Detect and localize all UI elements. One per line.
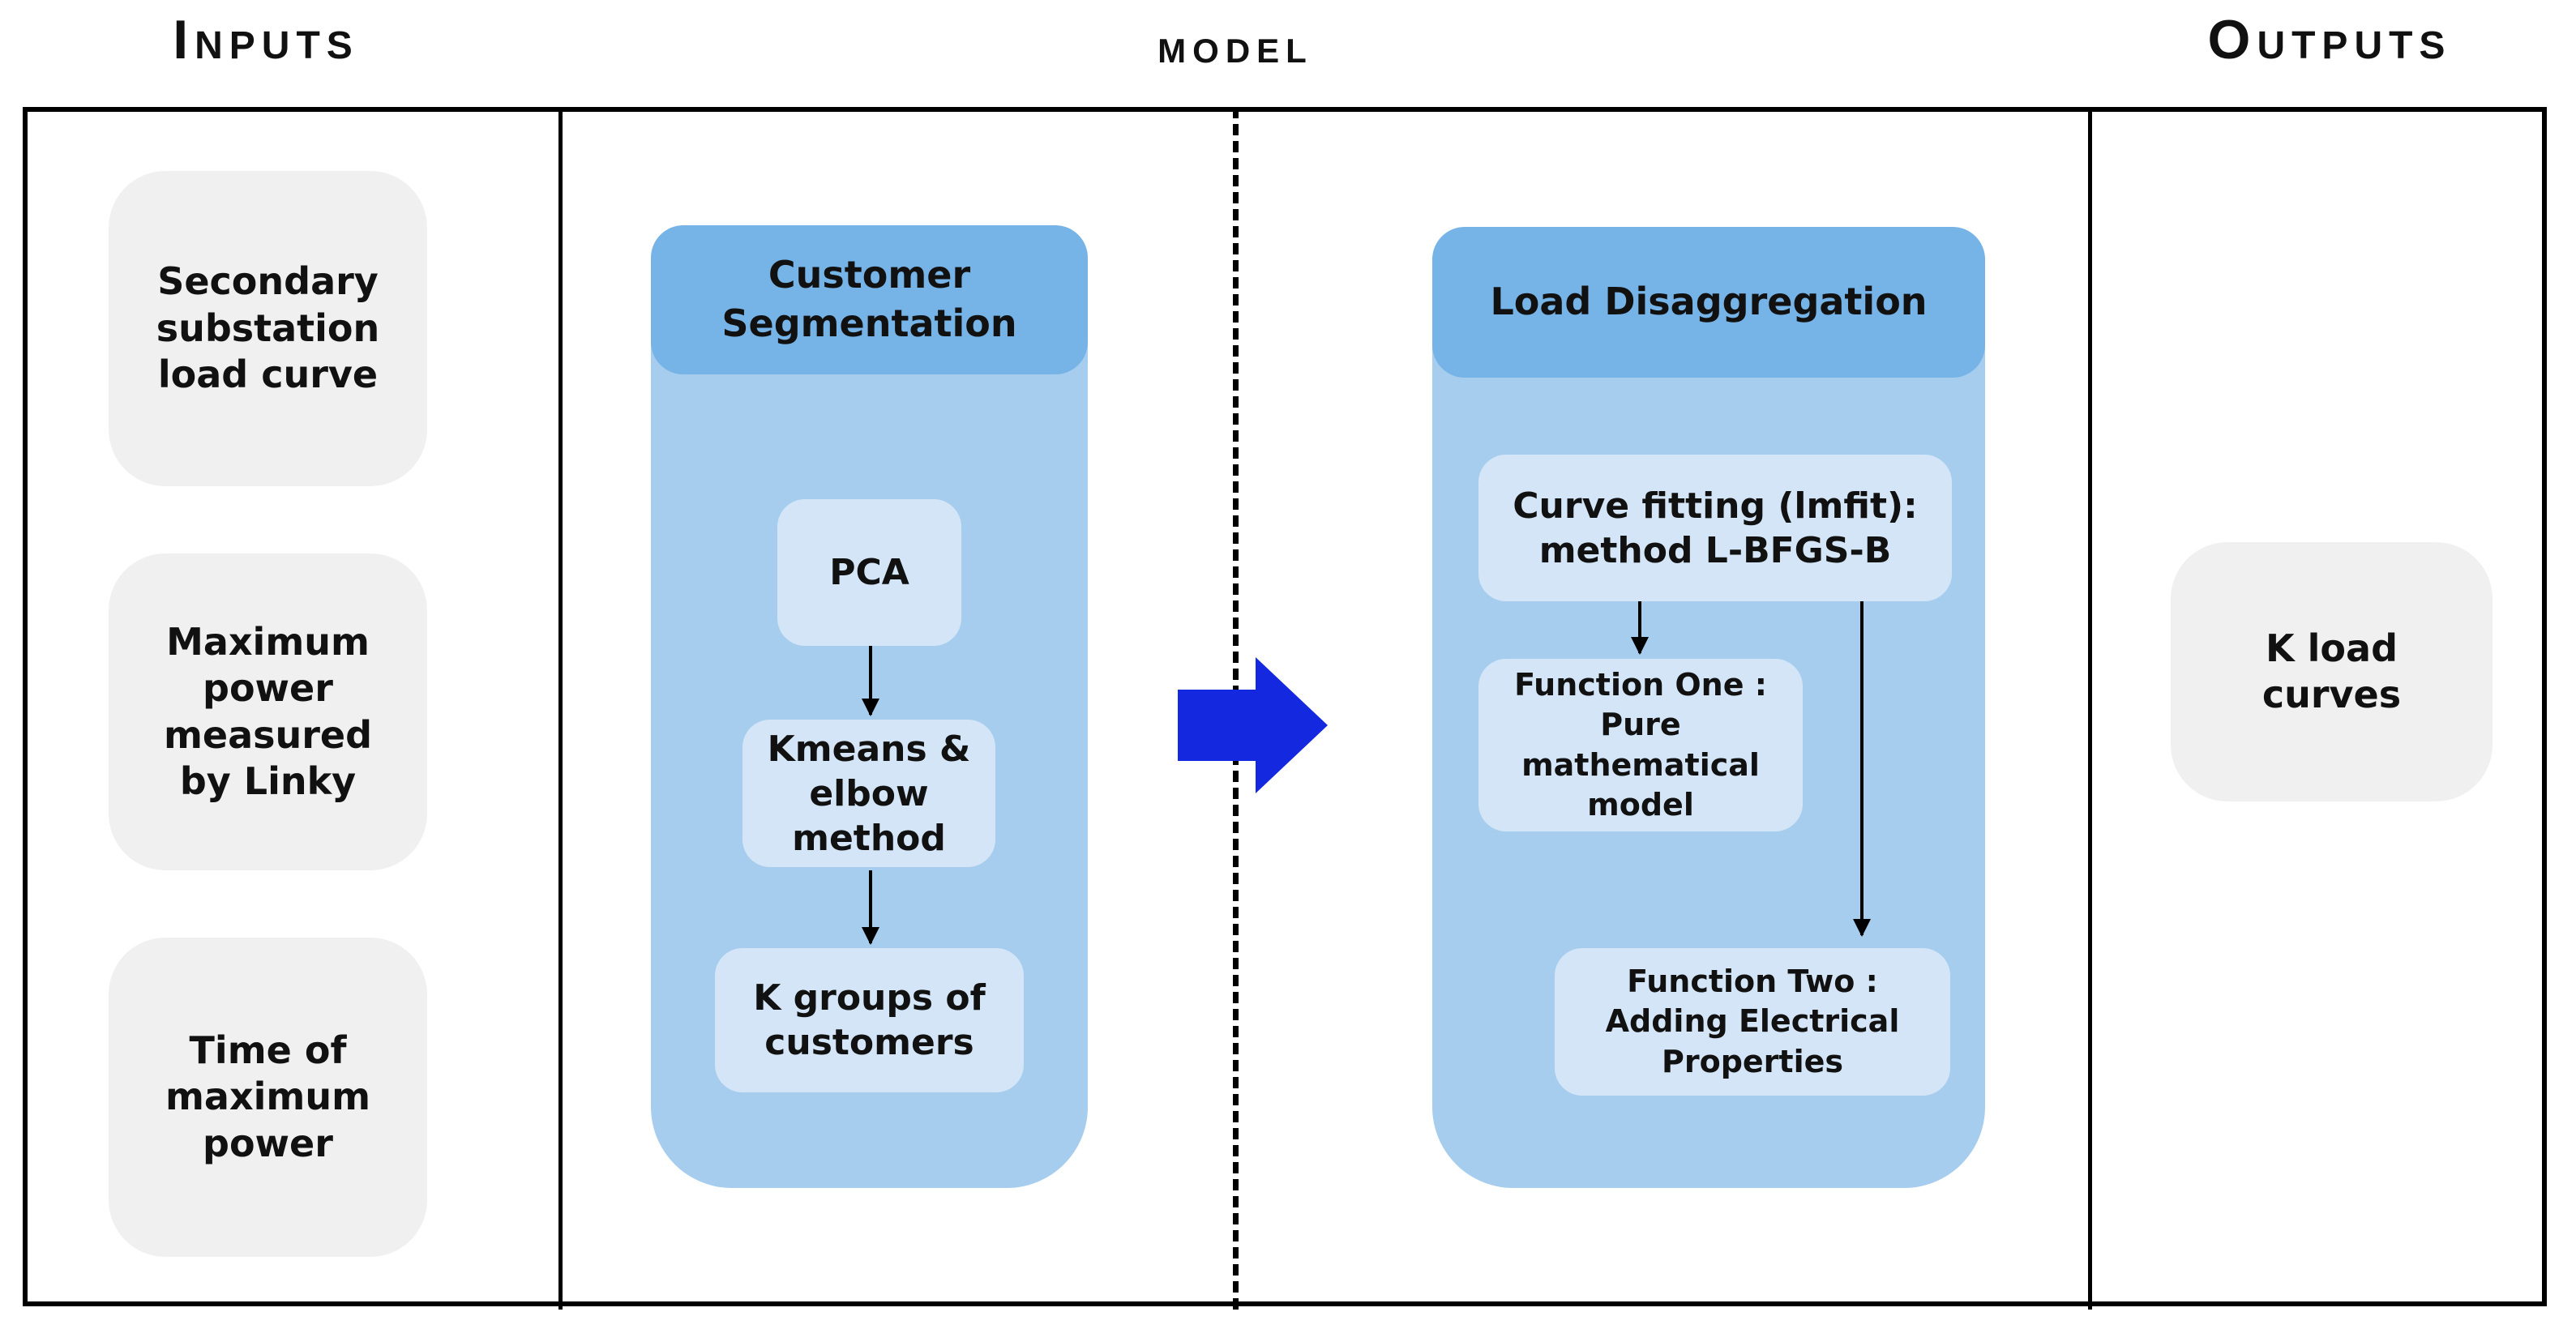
input-maximum-power: Maximum power measured by Linky: [109, 553, 427, 870]
arrow-down-icon: [1631, 601, 1649, 655]
outputs-divider: [2088, 107, 2092, 1310]
kmeans-step: Kmeans & elbow method: [742, 720, 995, 867]
outputs-heading: Outputs: [2207, 9, 2452, 71]
flow-arrow-icon: [1178, 657, 1328, 793]
input-substation-load-curve: Secondary substation load curve: [109, 171, 427, 486]
curve-fitting-step: Curve fitting (lmfit): method L-BFGS-B: [1478, 455, 1952, 601]
customer-segmentation-header: Customer Segmentation: [651, 225, 1088, 374]
load-disaggregation-header: Load Disaggregation: [1432, 227, 1985, 378]
function-one-step: Function One : Pure mathematical model: [1478, 659, 1803, 831]
inputs-divider: [558, 107, 563, 1310]
inputs-heading: Inputs: [173, 9, 359, 71]
arrow-down-icon: [1853, 601, 1871, 937]
k-groups-step: K groups of customers: [715, 948, 1024, 1092]
model-heading: model: [1157, 19, 1313, 73]
diagram-frame: [23, 107, 2547, 1306]
arrow-down-icon: [862, 870, 879, 945]
arrow-down-icon: [862, 646, 879, 716]
input-time-max-power: Time of maximum power: [109, 938, 427, 1257]
function-two-step: Function Two : Adding Electrical Propert…: [1555, 948, 1950, 1096]
output-k-load-curves: K load curves: [2171, 542, 2493, 801]
pca-step: PCA: [777, 499, 961, 646]
